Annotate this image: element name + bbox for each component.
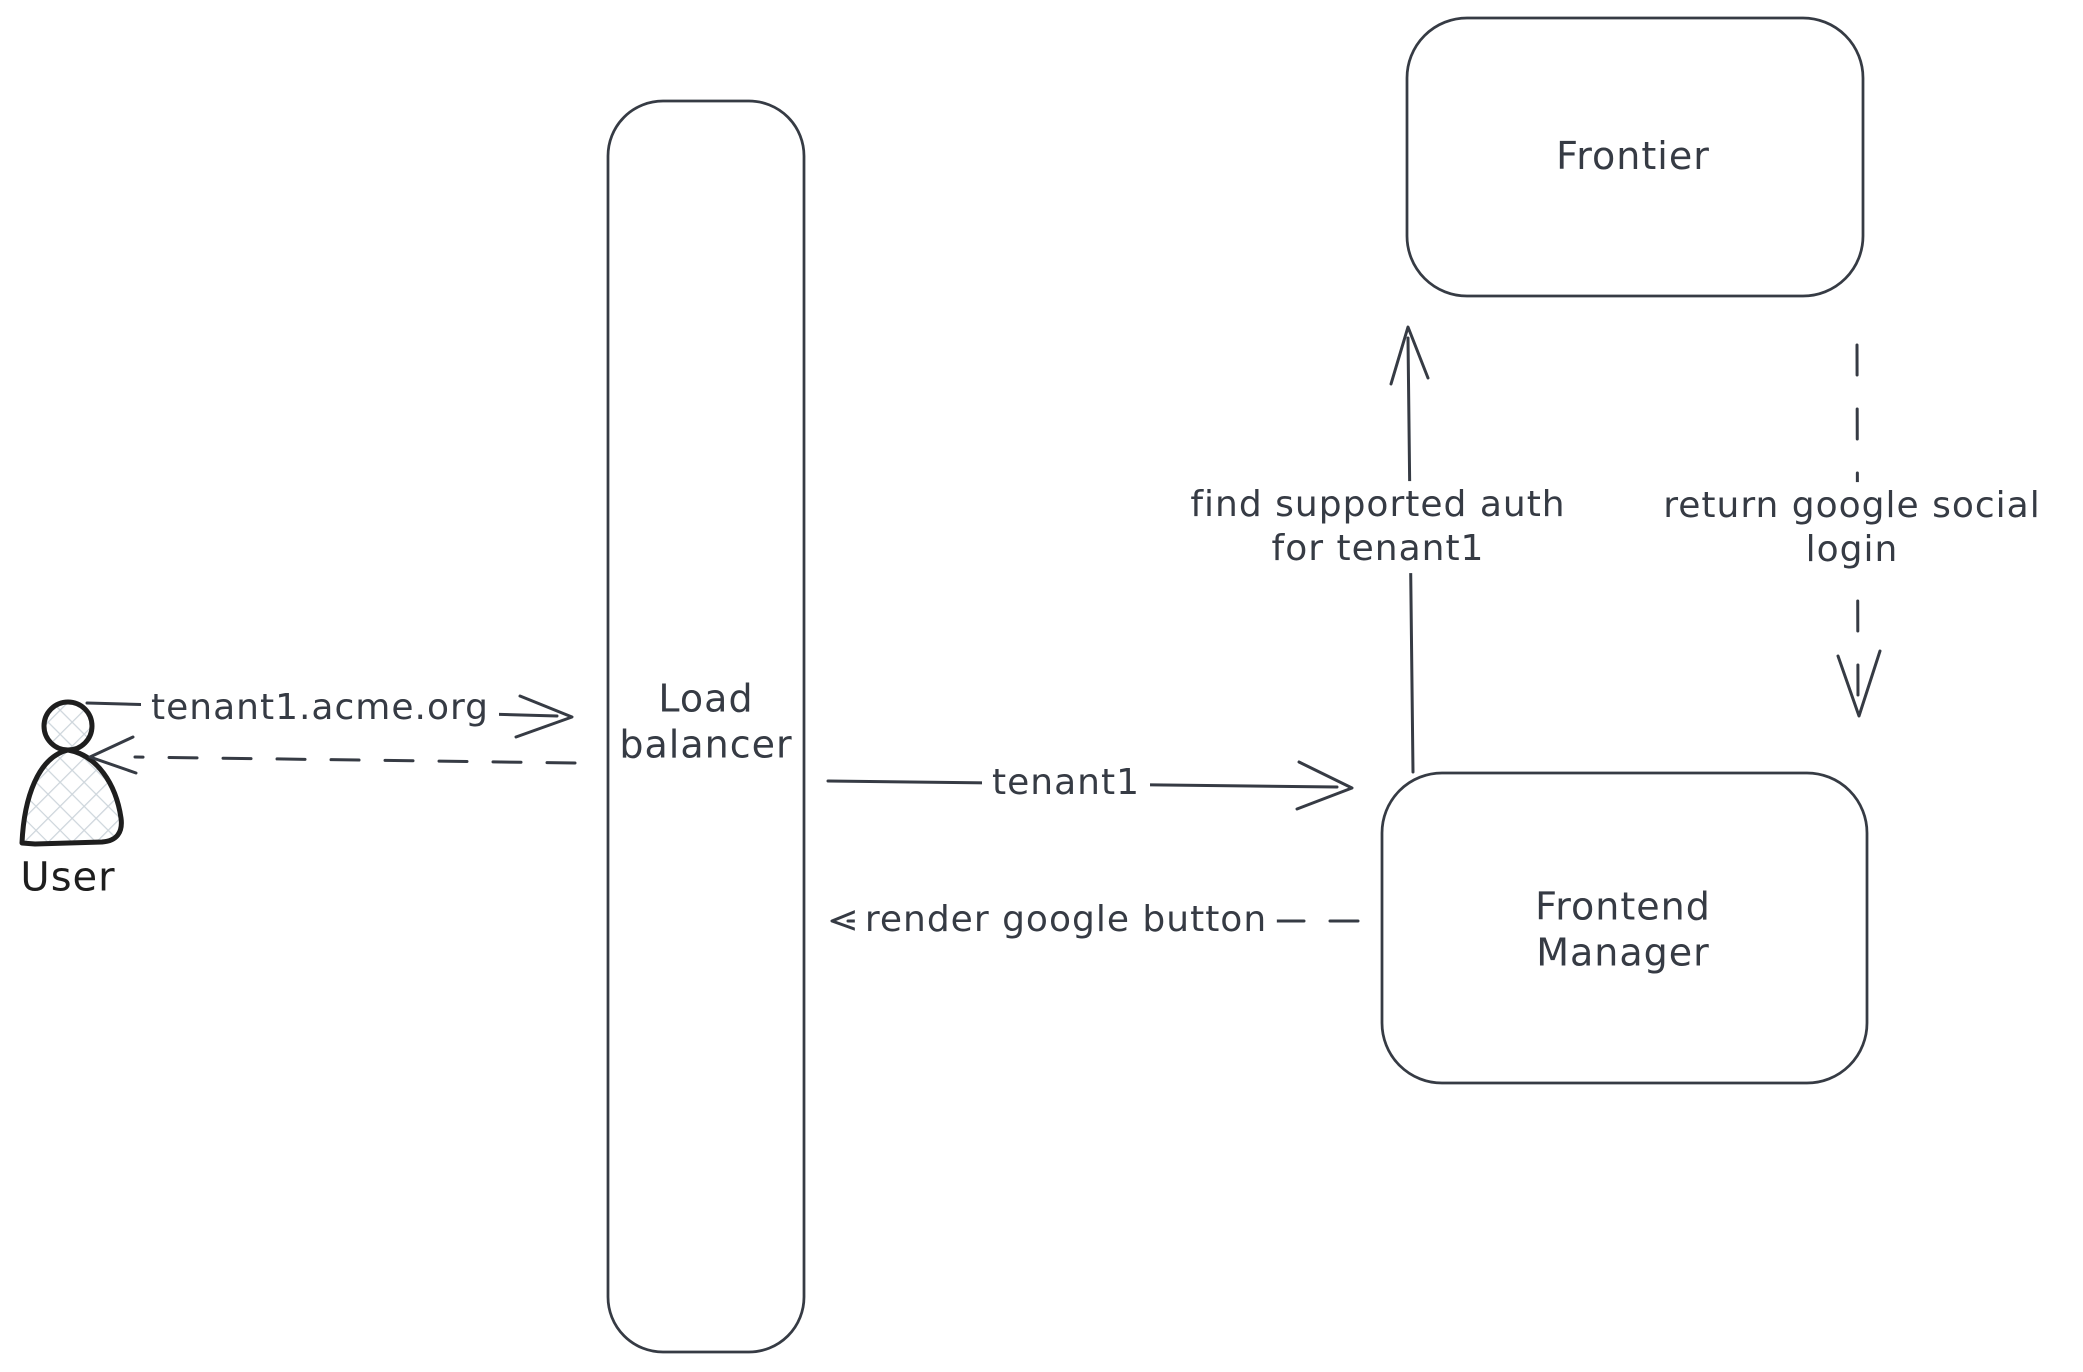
message-find-auth-label: find supported auth for tenant1	[1180, 481, 1576, 573]
frontend-manager-label: Frontend Manager	[1535, 884, 1711, 977]
message-tenant-forward-label: tenant1	[982, 759, 1150, 807]
load-balancer-label: Load balancer	[619, 676, 792, 769]
frontend-manager-label-line1: Frontend	[1535, 884, 1711, 929]
message-find-auth-line2: for tenant1	[1271, 528, 1485, 569]
arrow-user-response	[88, 735, 577, 775]
frontend-manager-label-line2: Manager	[1536, 931, 1710, 975]
load-balancer-box	[606, 99, 806, 1354]
user-label: User	[20, 854, 116, 901]
frontier-label: Frontier	[1556, 133, 1710, 178]
message-return-login-line1: return google social	[1663, 485, 2041, 527]
frontier-box	[1405, 16, 1865, 298]
load-balancer-label-line2: balancer	[619, 723, 793, 767]
message-find-auth-line1: find supported auth	[1190, 484, 1566, 526]
message-render-button-label: render google button	[854, 896, 1278, 944]
message-return-login-label: return google social login	[1653, 482, 2051, 574]
load-balancer-label-line1: Load	[658, 676, 754, 721]
person-icon	[19, 699, 124, 847]
message-return-login-line2: login	[1805, 529, 1899, 570]
message-user-request-label: tenant1.acme.org	[141, 684, 499, 732]
frontend-manager-box	[1380, 771, 1869, 1085]
arrow-return-login	[1836, 343, 1882, 718]
